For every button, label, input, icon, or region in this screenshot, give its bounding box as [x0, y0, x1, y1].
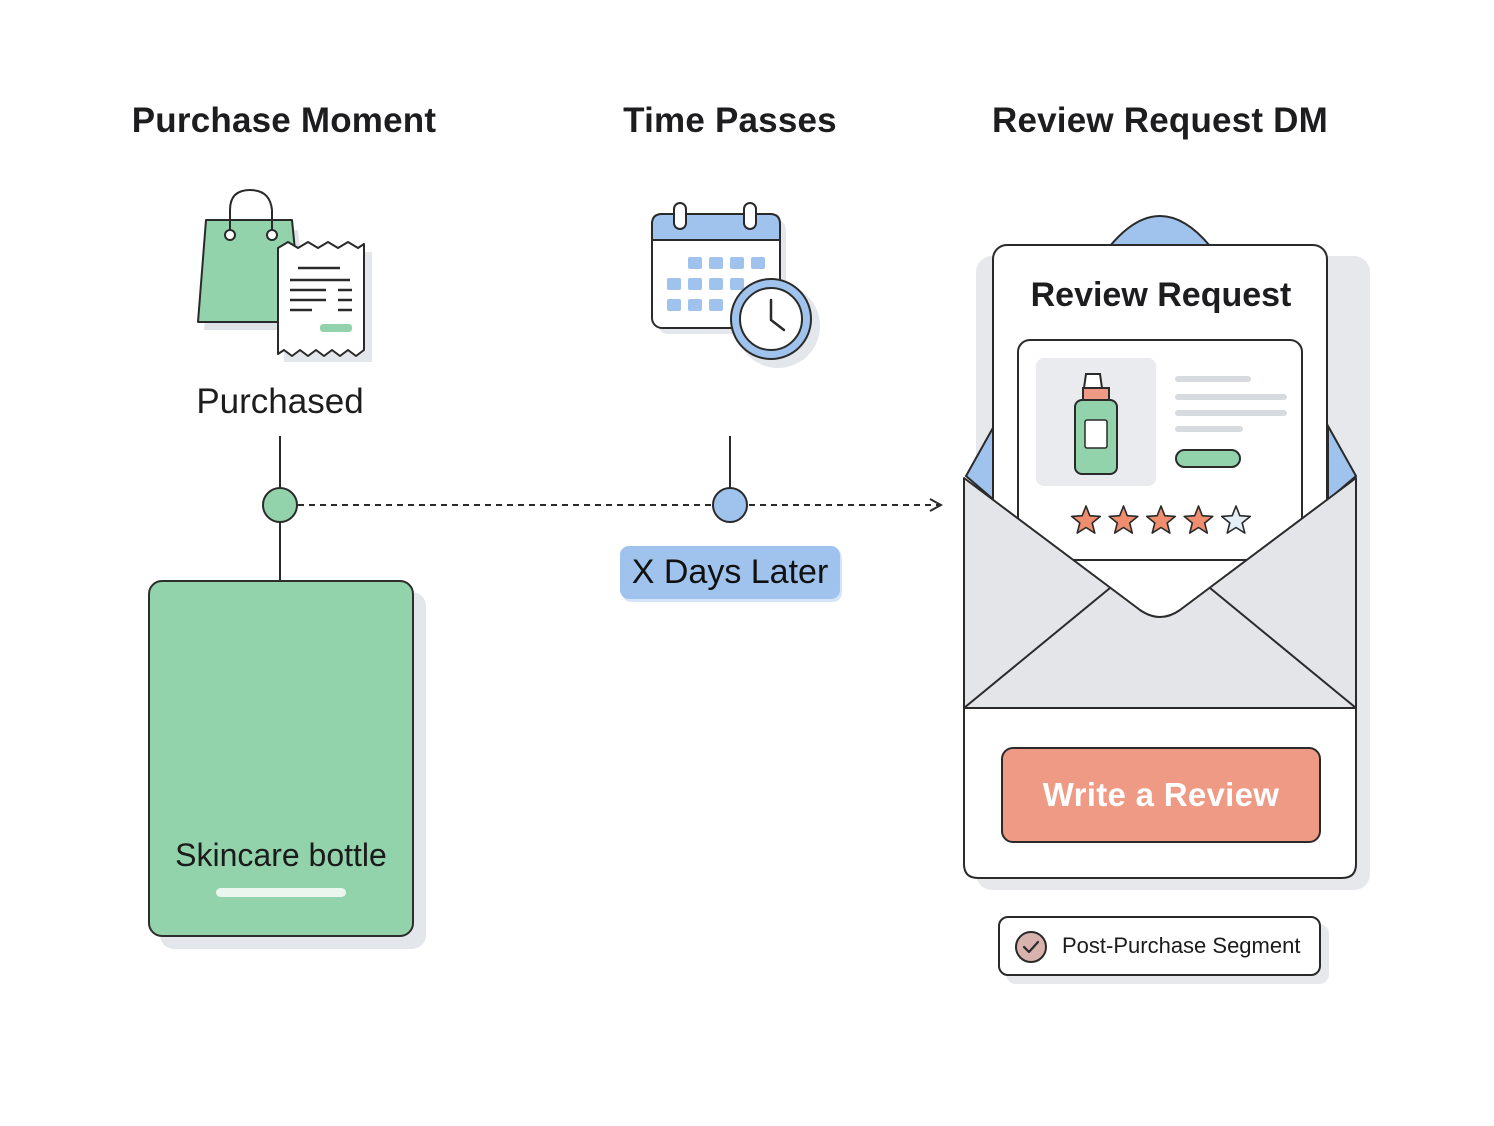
star-icon: [1220, 505, 1252, 534]
timeline-node-time: [712, 487, 748, 523]
star-icon: [1108, 505, 1139, 534]
clock-icon: [730, 278, 820, 368]
product-underline: [216, 888, 346, 897]
product-label: Skincare bottle: [175, 837, 387, 873]
timeline-node-purchase: [262, 487, 298, 523]
star-icon: [1145, 505, 1177, 534]
post-purchase-segment-tag: Post-Purchase Segment: [998, 916, 1321, 976]
timeline: [262, 436, 940, 580]
write-review-button[interactable]: Write a Review: [1001, 747, 1321, 843]
write-review-label: Write a Review: [1042, 776, 1280, 813]
days-later-badge: X Days Later: [620, 546, 840, 599]
product-card: Skincare bottle: [148, 580, 414, 937]
rating-stars: [1070, 505, 1252, 534]
bottle-icon: [1074, 373, 1118, 475]
review-request-title: Review Request: [1030, 276, 1292, 314]
days-later-label: X Days Later: [631, 553, 829, 591]
heading-time-passes: Time Passes: [623, 101, 837, 140]
check-icon: [1015, 931, 1047, 963]
segment-label: Post-Purchase Segment: [1062, 933, 1301, 958]
star-icon: [1183, 505, 1214, 534]
heading-review-request-dm: Review Request DM: [992, 101, 1328, 140]
star-icon: [1070, 505, 1102, 534]
purchased-label: Purchased: [196, 382, 364, 421]
heading-purchase-moment: Purchase Moment: [131, 101, 437, 140]
receipt-icon: [277, 241, 372, 362]
